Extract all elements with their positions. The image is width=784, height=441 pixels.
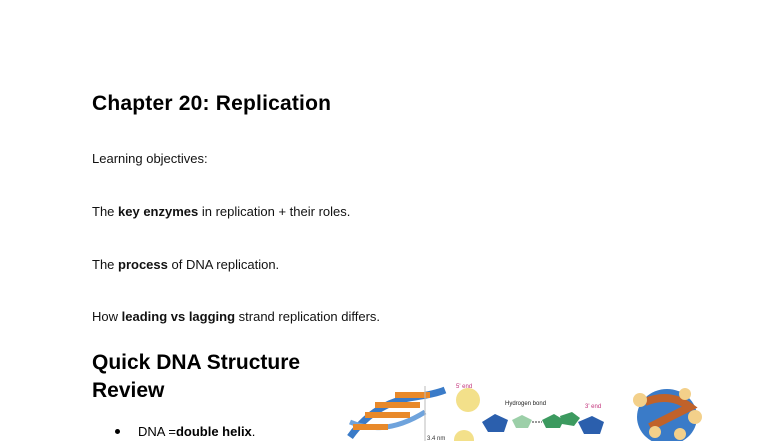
learning-objectives-label: Learning objectives:	[92, 151, 208, 166]
svg-text:3' end: 3' end	[585, 404, 601, 410]
section-heading: Quick DNA Structure Review	[92, 351, 301, 402]
bullet-item: DNA = double helix.	[115, 424, 255, 439]
chapter-title: Chapter 20: Replication	[92, 92, 332, 115]
objective-3: How leading vs lagging strand replicatio…	[92, 309, 381, 324]
svg-text:5' end: 5' end	[456, 384, 472, 390]
svg-text:Hydrogen bond: Hydrogen bond	[505, 401, 546, 407]
objective-1: The key enzymes in replication + their r…	[92, 204, 351, 219]
bullet-dot-icon	[115, 429, 120, 434]
dna-structure-figure: 3.4 nm 5' end Hydrogen bond 3' end	[345, 382, 710, 441]
double-helix-icon: 3.4 nm	[347, 386, 447, 441]
objective-2: The process of DNA replication.	[92, 257, 280, 272]
svg-text:3.4 nm: 3.4 nm	[427, 436, 445, 441]
nucleotide-pair-diagram: 5' end Hydrogen bond 3' end	[454, 384, 604, 441]
space-filling-model-icon	[633, 388, 702, 441]
